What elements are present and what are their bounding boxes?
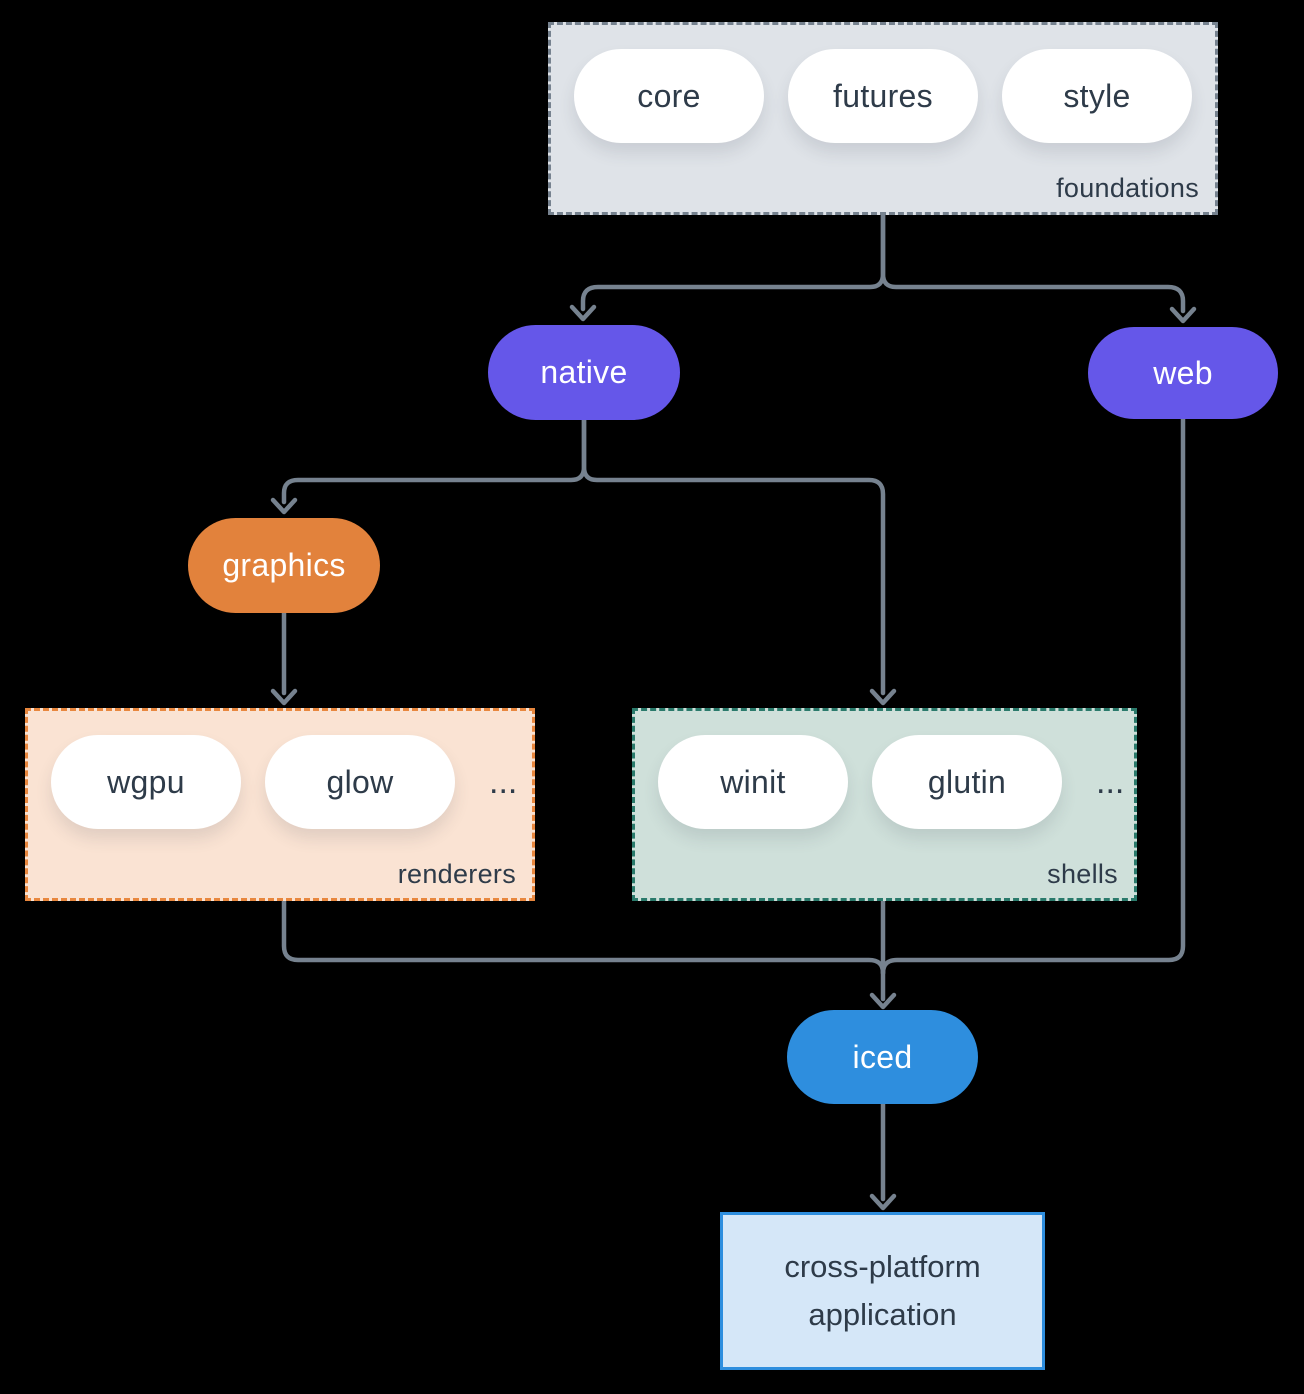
node-web: web: [1088, 327, 1278, 419]
shells-pill-row: winit glutin ...: [635, 711, 1134, 829]
node-graphics: graphics: [188, 518, 380, 613]
renderers-pill-row: wgpu glow ...: [28, 711, 532, 829]
edge-renderers-iced: [281, 897, 886, 976]
node-iced: iced: [787, 1010, 978, 1104]
edge-graphics-renderers: [270, 610, 298, 706]
edge-native-graphics: [270, 417, 587, 515]
group-shells-label: shells: [1047, 859, 1118, 889]
node-cross-platform-application: cross-platform application: [720, 1212, 1045, 1370]
app-label-line2: application: [808, 1297, 957, 1332]
renderers-ellipsis: ...: [489, 762, 518, 801]
group-renderers: wgpu glow ... renderers: [25, 708, 535, 901]
edge-native-shells: [581, 417, 897, 706]
group-renderers-label: renderers: [397, 859, 516, 889]
node-style-label: style: [1063, 77, 1131, 114]
edge-foundations-native: [569, 212, 886, 322]
node-core: core: [574, 49, 764, 143]
node-glow: glow: [265, 735, 455, 829]
node-core-label: core: [637, 77, 701, 114]
group-foundations-label: foundations: [1056, 173, 1199, 203]
edge-foundations-web: [880, 212, 1197, 324]
node-futures: futures: [788, 49, 978, 143]
node-winit-label: winit: [720, 763, 786, 800]
node-glow-label: glow: [326, 763, 394, 800]
node-native-label: native: [540, 354, 628, 390]
group-shells: winit glutin ... shells: [632, 708, 1137, 901]
node-glutin-label: glutin: [927, 763, 1007, 800]
app-label-line1: cross-platform: [784, 1248, 981, 1284]
node-web-label: web: [1153, 354, 1213, 391]
node-winit: winit: [658, 735, 848, 829]
node-glutin: glutin: [872, 735, 1062, 829]
edge-shells-iced: [869, 897, 897, 1010]
node-wgpu: wgpu: [51, 735, 241, 829]
node-style: style: [1002, 49, 1192, 143]
node-iced-label: iced: [852, 1038, 913, 1075]
node-graphics-label: graphics: [222, 547, 346, 583]
edge-iced-application: [869, 1101, 897, 1211]
group-foundations: core futures style foundations: [548, 22, 1218, 215]
shells-ellipsis: ...: [1096, 762, 1125, 801]
node-native: native: [488, 325, 680, 420]
node-futures-label: futures: [833, 77, 933, 114]
node-wgpu-label: wgpu: [107, 763, 185, 800]
foundations-pill-row: core futures style: [551, 25, 1215, 143]
